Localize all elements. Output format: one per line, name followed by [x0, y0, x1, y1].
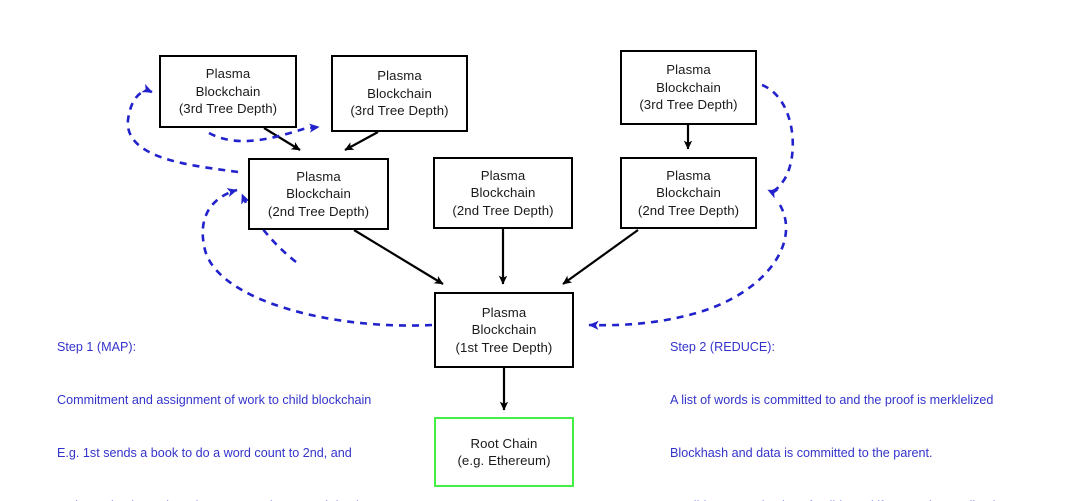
note-step2-reduce: Step 2 (REDUCE): A list of words is comm… [670, 304, 999, 501]
node-line-1: Plasma [377, 68, 422, 84]
node-line-1: Root Chain [470, 435, 538, 451]
node-line-2: (e.g. Ethereum) [457, 453, 551, 468]
edge-3rd-left-to-2nd-left [263, 127, 301, 151]
node-line-2: Blockchain [195, 83, 261, 99]
note-step2-line-4: Invalid computation is enforcible and if… [670, 498, 999, 501]
edge-2nd-left-to-1st [353, 229, 444, 285]
node-line-1: Plasma [666, 167, 711, 183]
node-third-depth-mid[interactable]: Plasma Blockchain (3rd Tree Depth) [331, 55, 468, 132]
node-line-2: Blockchain [470, 185, 536, 201]
node-root-chain[interactable]: Root Chain (e.g. Ethereum) [434, 417, 574, 487]
node-line-3: (2nd Tree Depth) [637, 202, 740, 218]
note-step1-map: Step 1 (MAP): Commitment and assignment … [57, 304, 371, 501]
note-step2-line-3: Blockhash and data is committed to the p… [670, 445, 933, 460]
note-step1-heading: Step 1 (MAP): [57, 340, 137, 355]
node-line-1: Plasma [480, 167, 526, 183]
node-second-depth-left[interactable]: Plasma Blockchain (2nd Tree Depth) [248, 158, 389, 230]
node-line-3: (3rd Tree Depth) [350, 103, 449, 119]
node-second-depth-mid[interactable]: Plasma Blockchain (2nd Tree Depth) [433, 157, 573, 229]
node-line-1: Plasma [205, 66, 251, 82]
node-line-1: Plasma [296, 168, 341, 184]
node-line-3: (3rd Tree Depth) [178, 101, 278, 117]
node-line-1: Plasma [481, 304, 527, 320]
node-first-depth[interactable]: Plasma Blockchain (1st Tree Depth) [434, 292, 574, 368]
edge-2nd-right-to-1st [562, 229, 639, 285]
node-line-2: Blockchain [656, 79, 721, 95]
node-line-3: (2nd Tree Depth) [452, 202, 554, 218]
note-step2-line-2: A list of words is committed to and the … [670, 392, 994, 407]
reduce-edge-3rd-right-to-2nd-right [761, 83, 795, 199]
node-line-2: Blockchain [656, 185, 721, 201]
node-third-depth-left[interactable]: Plasma Blockchain (3rd Tree Depth) [159, 55, 297, 128]
node-line-1: Plasma [666, 62, 711, 78]
node-line-2: Blockchain [471, 322, 537, 338]
node-line-2: Blockchain [286, 186, 351, 202]
node-line-3: (3rd Tree Depth) [639, 97, 738, 113]
note-step1-line-4: 2nd tree depth sends a chapter to analyz… [57, 498, 371, 501]
note-step2-heading: Step 2 (REDUCE): [670, 340, 775, 355]
node-line-2: Blockchain [367, 85, 432, 101]
map-edge-3rd-left-to-3rd-mid [208, 123, 320, 143]
edge-3rd-mid-to-2nd-left [344, 131, 379, 151]
node-line-3: (2nd Tree Depth) [267, 203, 370, 219]
node-second-depth-right[interactable]: Plasma Blockchain (2nd Tree Depth) [620, 157, 757, 229]
note-step1-line-2: Commitment and assignment of work to chi… [57, 392, 372, 407]
node-line-3: (1st Tree Depth) [455, 339, 553, 355]
node-third-depth-right[interactable]: Plasma Blockchain (3rd Tree Depth) [620, 50, 757, 125]
note-step1-line-3: E.g. 1st sends a book to do a word count… [57, 445, 352, 460]
